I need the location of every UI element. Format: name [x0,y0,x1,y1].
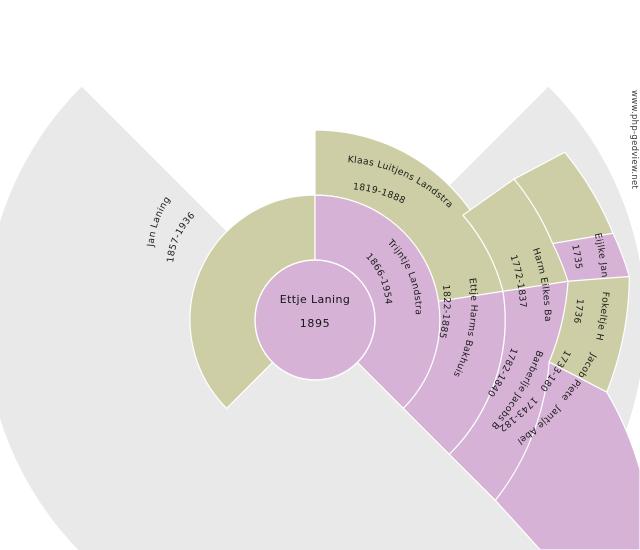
watermark-label: www.php-gedview.net [629,90,639,190]
label-mmff-dates: 1735 [569,244,584,270]
center-person-dates: 1895 [300,317,330,330]
label-mmfm-dates: 1736 [571,298,585,324]
wedge-mmm-mother[interactable] [494,361,640,550]
wedge-father[interactable] [189,194,316,410]
center-person-name: Ettje Laning [280,293,351,306]
center-person-circle[interactable] [254,259,376,381]
